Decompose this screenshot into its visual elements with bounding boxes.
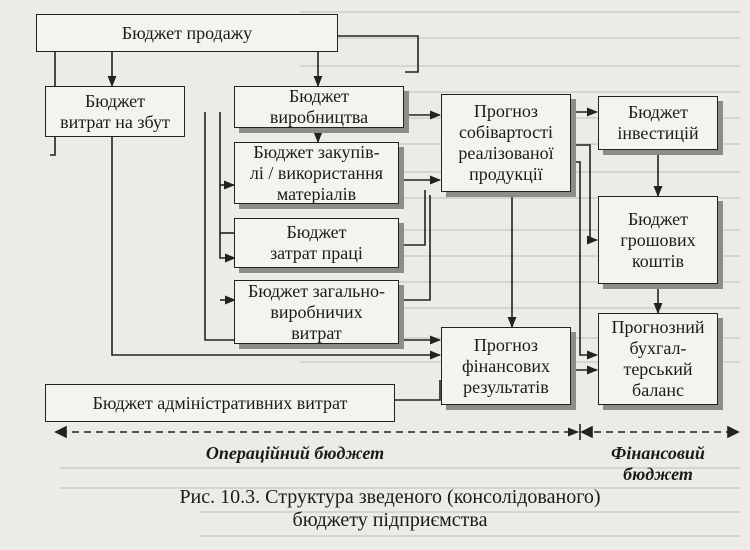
financial-budget-label: Фінансовий бюджет — [611, 443, 705, 484]
box-overhead-budget: Бюджет загально- виробничих витрат — [234, 280, 399, 344]
box-financial-results-forecast: Прогноз фінансових результатів — [441, 327, 571, 405]
figure-caption: Рис. 10.3. Структура зведеного (консолід… — [179, 486, 601, 531]
box-labor-budget: Бюджет затрат праці — [234, 218, 399, 268]
box-cash-budget: Бюджет грошових коштів — [598, 196, 718, 284]
box-investment-budget: Бюджет інвестицій — [598, 96, 718, 150]
box-cogs-forecast: Прогноз собівартості реалізованої продук… — [441, 94, 571, 192]
box-production-budget: Бюджет виробництва — [234, 86, 404, 128]
box-sales-budget: Бюджет продажу — [36, 14, 338, 52]
operating-budget-label: Операційний бюджет — [205, 443, 385, 463]
box-balance-forecast: Прогнозний бухгал- терський баланс — [598, 313, 718, 405]
box-admin-costs-budget: Бюджет адміністративних витрат — [45, 384, 395, 422]
box-selling-costs-budget: Бюджет витрат на збут — [45, 86, 185, 137]
box-materials-budget: Бюджет закупів- лі / використання матері… — [234, 142, 399, 204]
